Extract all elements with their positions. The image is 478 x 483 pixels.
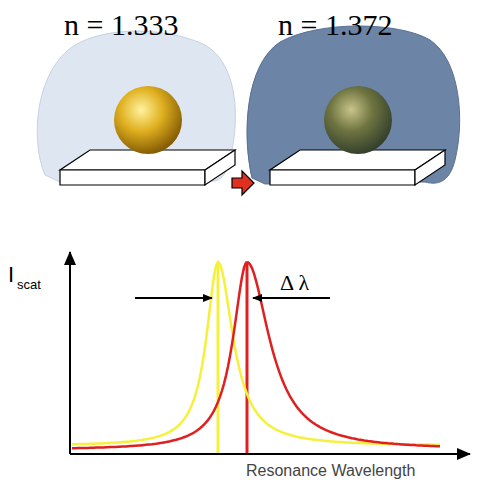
refractive-index: n = 1.372 [278, 8, 392, 42]
y-axis [69, 252, 71, 454]
refractive-index: n = 1.333 [64, 8, 178, 42]
axis-label: Resonance Wavelength [246, 462, 415, 480]
substrate-slab [415, 150, 445, 185]
medium-blob [37, 31, 235, 182]
shift-arrow [253, 297, 330, 299]
medium-blob [247, 26, 460, 184]
red-peak-line [246, 262, 249, 453]
shift-arrow [135, 297, 212, 299]
gold-nanoparticle [324, 86, 392, 154]
red-spectrum [72, 262, 440, 448]
transition-arrow [232, 171, 254, 195]
substrate-slab [205, 150, 235, 185]
yellow-peak-line [217, 262, 220, 453]
axis-label-subscript: scat [17, 277, 41, 292]
gold-nanoparticle [114, 86, 182, 154]
substrate-slab [60, 170, 205, 185]
yellow-spectrum [72, 262, 440, 445]
shift-label: Δ λ [280, 270, 309, 296]
x-axis [70, 453, 470, 455]
substrate-slab [270, 170, 415, 185]
axis-label: I [8, 262, 14, 288]
